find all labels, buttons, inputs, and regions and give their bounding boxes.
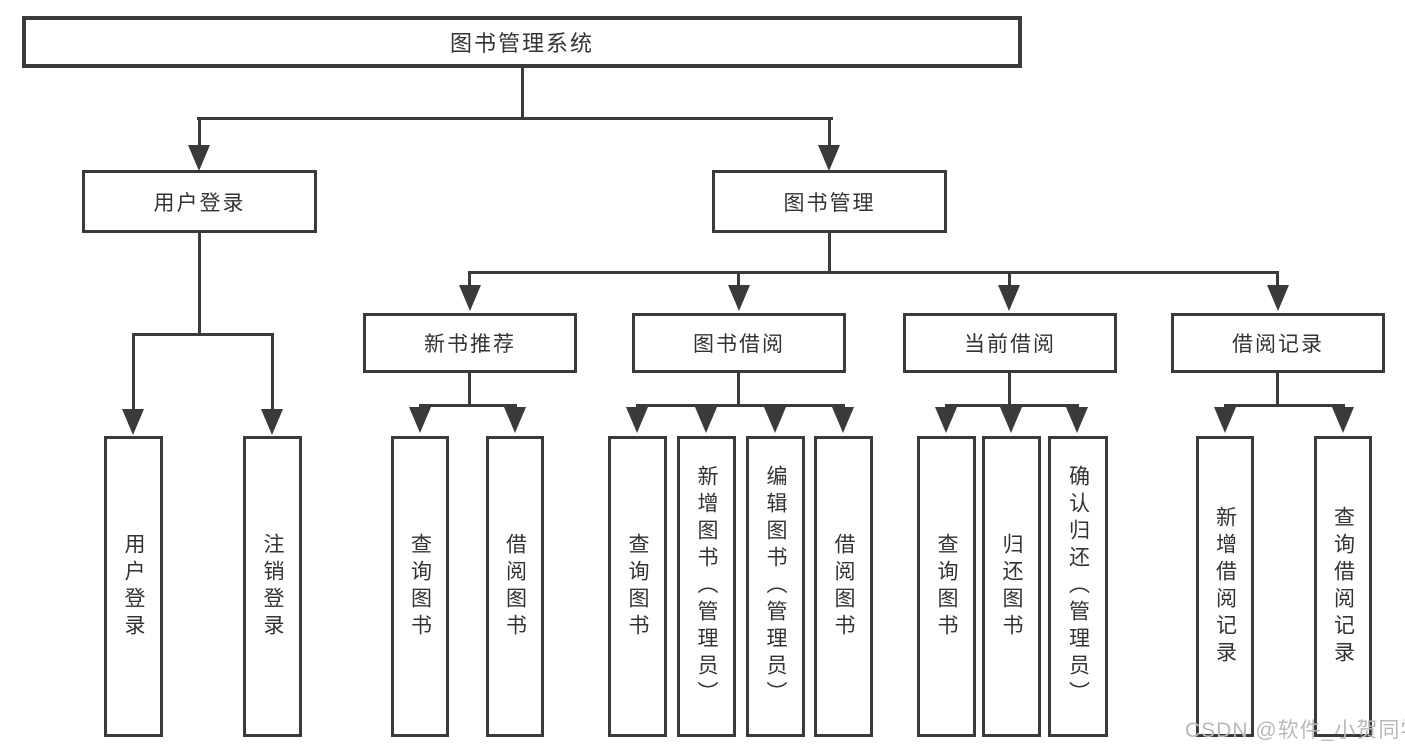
arrow-down-icon	[122, 409, 144, 435]
connector-root-vertical	[521, 66, 524, 119]
connector-book-management-vertical	[828, 231, 831, 274]
watermark: CSDN @软件_小贺同学	[1185, 719, 1405, 742]
arrow-down-icon	[728, 285, 750, 311]
leaf-borrow-books-borrowing: 借阅图书	[814, 436, 873, 737]
connector-new-book-vertical	[468, 371, 471, 407]
arrow-down-icon	[764, 407, 786, 433]
connector-drop-borrow-records	[1276, 271, 1279, 287]
arrow-down-icon	[818, 145, 840, 171]
connector-root-horizontal	[197, 117, 833, 120]
connector-drop-leaf-logout	[271, 333, 274, 411]
arrow-down-icon	[998, 285, 1020, 311]
arrow-down-icon	[1267, 285, 1289, 311]
connector-new-book-horizontal	[419, 404, 517, 407]
leaf-add-borrow-record: 新增借阅记录	[1196, 436, 1254, 737]
arrow-down-icon	[695, 407, 717, 433]
connector-user-login-horizontal	[132, 333, 274, 336]
connector-current-borrow-vertical	[1008, 371, 1011, 407]
connector-borrow-records-horizontal	[1224, 404, 1345, 407]
node-library-management-system: 图书管理系统	[22, 16, 1022, 68]
arrow-down-icon	[409, 407, 431, 433]
arrow-down-icon	[626, 407, 648, 433]
connector-drop-book-borrow	[737, 271, 740, 287]
leaf-query-books-borrowing: 查询图书	[608, 436, 667, 737]
leaf-query-borrow-record: 查询借阅记录	[1314, 436, 1372, 737]
node-book-borrowing: 图书借阅	[632, 313, 846, 373]
connector-borrow-records-vertical	[1276, 371, 1279, 407]
arrow-down-icon	[832, 407, 854, 433]
arrow-down-icon	[261, 409, 283, 435]
leaf-return-books: 归还图书	[982, 436, 1041, 737]
leaf-confirm-return-admin: 确认归还（管理员）	[1048, 436, 1108, 737]
node-user-login: 用户登录	[82, 170, 317, 233]
arrow-down-icon	[459, 285, 481, 311]
connector-drop-new-book	[468, 271, 471, 287]
arrow-down-icon	[1214, 407, 1236, 433]
connector-drop-user-login	[198, 117, 201, 148]
arrow-down-icon	[1000, 407, 1022, 433]
leaf-query-books-current: 查询图书	[917, 436, 976, 737]
leaf-add-books-admin: 新增图书（管理员）	[677, 436, 736, 737]
connector-book-borrow-horizontal	[636, 404, 845, 407]
leaf-user-login: 用户登录	[104, 436, 163, 737]
connector-user-login-vertical	[198, 231, 201, 336]
arrow-down-icon	[188, 145, 210, 171]
node-new-book-recommendation: 新书推荐	[363, 313, 577, 373]
arrow-down-icon	[504, 407, 526, 433]
node-current-borrowing: 当前借阅	[903, 313, 1117, 373]
connector-current-borrow-horizontal	[945, 404, 1079, 407]
leaf-borrow-books-recommend: 借阅图书	[486, 436, 544, 737]
arrow-down-icon	[935, 407, 957, 433]
connector-drop-book-management	[828, 117, 831, 148]
connector-drop-current-borrow	[1008, 271, 1011, 287]
arrow-down-icon	[1332, 407, 1354, 433]
connector-book-borrow-vertical	[737, 371, 740, 407]
connector-drop-leaf-user-login	[132, 333, 135, 411]
node-borrowing-records: 借阅记录	[1171, 313, 1385, 373]
leaf-edit-books-admin: 编辑图书（管理员）	[746, 436, 805, 737]
node-book-management: 图书管理	[712, 170, 947, 233]
connector-book-management-horizontal	[469, 271, 1279, 274]
leaf-logout-login: 注销登录	[243, 436, 302, 737]
arrow-down-icon	[1066, 407, 1088, 433]
leaf-query-books-recommend: 查询图书	[391, 436, 449, 737]
